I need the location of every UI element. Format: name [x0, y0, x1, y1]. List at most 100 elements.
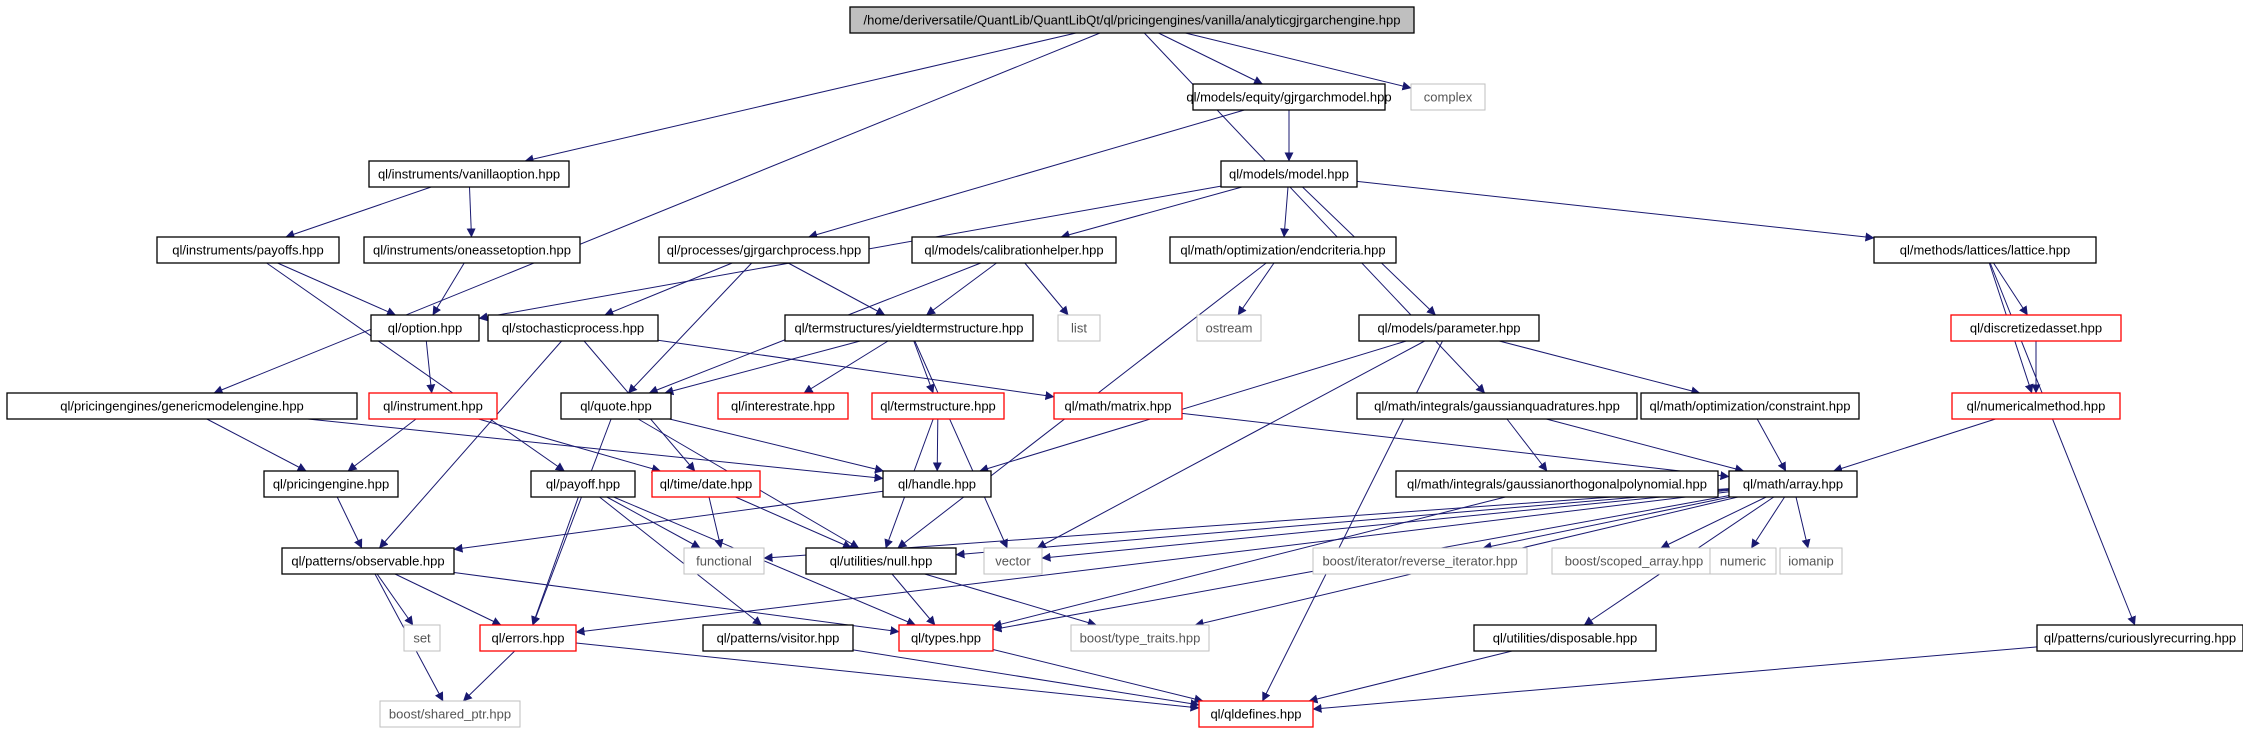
edge-observable-to-types — [453, 572, 900, 636]
node-handle[interactable]: ql/handle.hpp — [882, 470, 992, 498]
node-errors[interactable]: ql/errors.hpp — [479, 624, 577, 652]
node-calibhelper[interactable]: ql/models/calibrationhelper.hpp — [911, 236, 1117, 264]
node-stochproc[interactable]: ql/stochasticprocess.hpp — [487, 314, 659, 342]
edge-root-to-vanillaoption — [524, 32, 1077, 164]
node-termstructure[interactable]: ql/termstructure.hpp — [871, 392, 1005, 420]
node-endcriteria[interactable]: ql/math/optimization/endcriteria.hpp — [1169, 236, 1397, 264]
node-label-ostream: ostream — [1206, 321, 1253, 336]
edge-disposable-to-qldefines — [1308, 650, 1513, 704]
edge-model-to-lattice — [1356, 180, 1875, 242]
node-oneasset[interactable]: ql/instruments/oneassetoption.hpp — [363, 236, 581, 264]
node-visitor[interactable]: ql/patterns/visitor.hpp — [702, 624, 854, 652]
node-box-payoff — [530, 470, 636, 498]
edge-gjrprocess-to-stochproc — [604, 262, 733, 316]
node-box-gaussquad — [1356, 392, 1638, 420]
edge-errors-to-qldefines — [575, 642, 1200, 712]
edge-model-to-endcriteria — [1280, 186, 1290, 238]
node-box-types — [898, 624, 994, 652]
edge-instrument-to-pricingengine — [347, 418, 417, 472]
node-yieldts[interactable]: ql/termstructures/yieldtermstructure.hpp — [784, 314, 1034, 342]
edge-types-to-qldefines — [992, 649, 1204, 704]
node-genericengine[interactable]: ql/pricingengines/genericmodelengine.hpp — [6, 392, 358, 420]
node-label-yieldts: ql/termstructures/yieldtermstructure.hpp — [794, 321, 1023, 336]
node-pricingengine[interactable]: ql/pricingengine.hpp — [263, 470, 399, 498]
edge-null-to-typetraits — [924, 573, 1097, 627]
edge-vanillaoption-to-payoffs — [285, 186, 432, 239]
node-constraint[interactable]: ql/math/optimization/constraint.hpp — [1640, 392, 1860, 420]
node-disposable[interactable]: ql/utilities/disposable.hpp — [1473, 624, 1657, 652]
node-label-curious: ql/patterns/curiouslyrecurring.hpp — [2044, 631, 2236, 646]
edges-layer — [206, 32, 2136, 713]
edge-null-to-types — [891, 573, 936, 626]
node-date[interactable]: ql/time/date.hpp — [651, 470, 761, 498]
node-matrix[interactable]: ql/math/matrix.hpp — [1053, 392, 1183, 420]
node-nummethod[interactable]: ql/numericalmethod.hpp — [1951, 392, 2121, 420]
node-box-gjrmodel — [1192, 83, 1386, 111]
node-label-vanillaoption: ql/instruments/vanillaoption.hpp — [378, 167, 560, 182]
node-label-endcriteria: ql/math/optimization/endcriteria.hpp — [1180, 243, 1385, 258]
node-discretized[interactable]: ql/discretizedasset.hpp — [1950, 314, 2122, 342]
node-box-option — [370, 314, 480, 342]
node-observable[interactable]: ql/patterns/observable.hpp — [281, 547, 455, 575]
node-box-gaussortho — [1395, 470, 1719, 498]
edge-endcriteria-to-ostream — [1237, 262, 1275, 316]
node-gaussortho[interactable]: ql/math/integrals/gaussianorthogonalpoly… — [1395, 470, 1719, 498]
edge-gjrprocess-to-yieldts — [787, 262, 886, 316]
edge-visitor-to-qldefines — [852, 649, 1200, 709]
edge-nummethod-to-array — [1833, 418, 1996, 473]
node-payoffs[interactable]: ql/instruments/payoffs.hpp — [156, 236, 340, 264]
edge-yieldts-to-interestrate — [803, 340, 889, 394]
node-revit: boost/iterator/reverse_iterator.hpp — [1312, 547, 1528, 575]
edge-payoffs-to-payoff — [266, 262, 565, 472]
node-label-qldefines: ql/qldefines.hpp — [1210, 707, 1301, 722]
node-array[interactable]: ql/math/array.hpp — [1728, 470, 1858, 498]
node-list: list — [1057, 314, 1101, 342]
node-box-oneasset — [363, 236, 581, 264]
edge-gjrmodel-to-gjrprocess — [808, 109, 1245, 239]
node-box-handle — [882, 470, 992, 498]
node-box-lattice — [1873, 236, 2097, 264]
node-null[interactable]: ql/utilities/null.hpp — [805, 547, 957, 575]
edge-errors-to-sharedptr — [462, 650, 516, 702]
node-model[interactable]: ql/models/model.hpp — [1220, 160, 1358, 188]
node-parameter[interactable]: ql/models/parameter.hpp — [1358, 314, 1540, 342]
node-box-curious — [2036, 624, 2243, 652]
node-label-root: /home/deriversatile/QuantLib/QuantLibQt/… — [864, 13, 1401, 28]
node-vector: vector — [983, 547, 1043, 575]
node-box-parameter — [1358, 314, 1540, 342]
node-box-revit — [1312, 547, 1528, 575]
node-label-typetraits: boost/type_traits.hpp — [1080, 631, 1201, 646]
nodes-layer: /home/deriversatile/QuantLib/QuantLibQt/… — [6, 6, 2243, 728]
node-quote[interactable]: ql/quote.hpp — [560, 392, 672, 420]
node-label-list: list — [1071, 321, 1087, 336]
node-label-payoff: ql/payoff.hpp — [546, 477, 620, 492]
node-label-observable: ql/patterns/observable.hpp — [291, 554, 444, 569]
node-vanillaoption[interactable]: ql/instruments/vanillaoption.hpp — [368, 160, 570, 188]
node-root[interactable]: /home/deriversatile/QuantLib/QuantLibQt/… — [849, 6, 1415, 34]
edge-gaussortho-to-types — [992, 496, 1506, 629]
node-set: set — [403, 624, 441, 652]
edge-array-to-scopedarr — [1660, 496, 1767, 549]
node-gjrprocess[interactable]: ql/processes/gjrgarchprocess.hpp — [658, 236, 870, 264]
node-functional: functional — [683, 547, 765, 575]
node-gaussquad[interactable]: ql/math/integrals/gaussianquadratures.hp… — [1356, 392, 1638, 420]
edge-vanillaoption-to-oneasset — [466, 186, 476, 238]
node-box-termstructure — [871, 392, 1005, 420]
node-label-constraint: ql/math/optimization/constraint.hpp — [1650, 399, 1851, 414]
node-lattice[interactable]: ql/methods/lattices/lattice.hpp — [1873, 236, 2097, 264]
node-types[interactable]: ql/types.hpp — [898, 624, 994, 652]
node-qldefines[interactable]: ql/qldefines.hpp — [1198, 700, 1314, 728]
node-label-parameter: ql/models/parameter.hpp — [1377, 321, 1520, 336]
edge-oneasset-to-option — [432, 262, 465, 316]
node-curious[interactable]: ql/patterns/curiouslyrecurring.hpp — [2036, 624, 2243, 652]
node-payoff[interactable]: ql/payoff.hpp — [530, 470, 636, 498]
edge-termstructure-to-handle — [932, 418, 942, 472]
node-option[interactable]: ql/option.hpp — [370, 314, 480, 342]
edge-array-to-revit — [1482, 496, 1731, 551]
node-interestrate[interactable]: ql/interestrate.hpp — [717, 392, 849, 420]
node-instrument[interactable]: ql/instrument.hpp — [368, 392, 498, 420]
edge-gaussquad-to-gaussortho — [1506, 418, 1548, 472]
node-gjrmodel[interactable]: ql/models/equity/gjrgarchmodel.hpp — [1186, 83, 1392, 111]
edge-quote-to-handle — [669, 418, 884, 474]
